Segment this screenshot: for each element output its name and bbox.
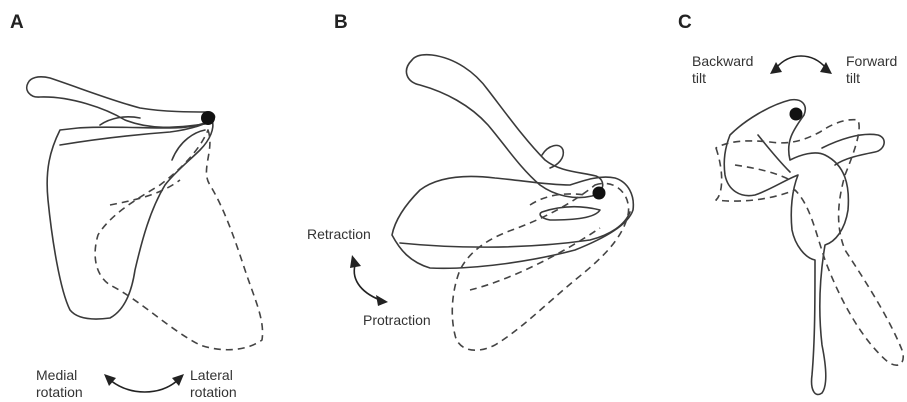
panel-b: B Retraction Protraction xyxy=(300,0,660,402)
panel-letter-b: B xyxy=(334,12,348,34)
medial-rotation-label: Medial rotation xyxy=(36,367,83,401)
panel-letter-a: A xyxy=(10,12,24,34)
lateral-rotation-label: Lateral rotation xyxy=(190,367,237,401)
backward-tilt-label: Backward tilt xyxy=(692,53,753,87)
panel-letter-c: C xyxy=(678,12,692,34)
panel-c: C Backward tilt Forward tilt xyxy=(660,0,907,402)
forward-tilt-label: Forward tilt xyxy=(846,53,897,87)
panel-a: A Medial rotation Lateral rotation xyxy=(0,0,300,402)
protraction-label: Protraction xyxy=(363,312,431,329)
retraction-label: Retraction xyxy=(307,226,371,243)
